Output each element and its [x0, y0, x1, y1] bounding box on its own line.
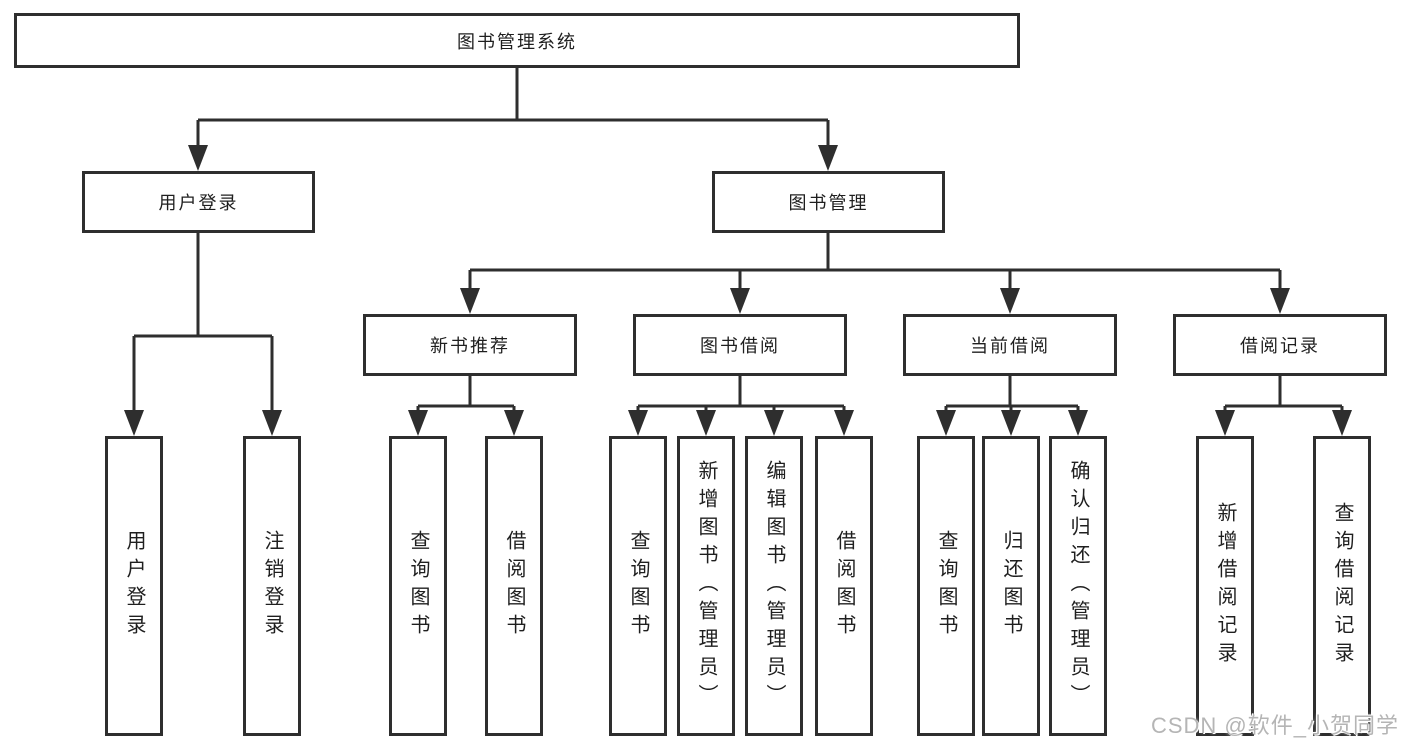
connector-borrow-records-to-leaves — [1215, 376, 1352, 436]
node-current-borrow: 当前借阅 — [903, 314, 1117, 376]
leaf-user-login: 用户登录 — [105, 436, 163, 736]
csdn-watermark: CSDN @软件_小贺同学 — [1150, 713, 1399, 738]
connector-current-borrow-to-leaves — [936, 376, 1088, 436]
node-borrow-records: 借阅记录 — [1173, 314, 1387, 376]
node-book-borrow: 图书借阅 — [633, 314, 847, 376]
node-user-login: 用户登录 — [82, 171, 315, 233]
leaf-confirm-return-admin: 确认归还（管理员） — [1049, 436, 1107, 736]
leaf-borrow-books-recommend: 借阅图书 — [485, 436, 543, 736]
node-new-book-recommend: 新书推荐 — [363, 314, 577, 376]
leaf-add-book-admin: 新增图书（管理员） — [677, 436, 735, 736]
leaf-query-borrow-record: 查询借阅记录 — [1313, 436, 1371, 736]
leaf-return-books: 归还图书 — [982, 436, 1040, 736]
connector-book-borrow-to-leaves — [628, 376, 854, 436]
leaf-logout: 注销登录 — [243, 436, 301, 736]
leaf-query-books-borrow: 查询图书 — [609, 436, 667, 736]
leaf-query-books-current: 查询图书 — [917, 436, 975, 736]
connector-book-management-to-level3 — [460, 233, 1290, 314]
leaf-borrow-books: 借阅图书 — [815, 436, 873, 736]
leaf-add-borrow-record: 新增借阅记录 — [1196, 436, 1254, 736]
leaf-edit-book-admin: 编辑图书（管理员） — [745, 436, 803, 736]
connector-root-to-level2 — [188, 68, 838, 171]
node-book-management: 图书管理 — [712, 171, 945, 233]
leaf-query-books-recommend: 查询图书 — [389, 436, 447, 736]
connector-user-login-to-leaves — [124, 233, 282, 436]
connector-new-book-to-leaves — [408, 376, 524, 436]
node-root-library-system: 图书管理系统 — [14, 13, 1020, 68]
